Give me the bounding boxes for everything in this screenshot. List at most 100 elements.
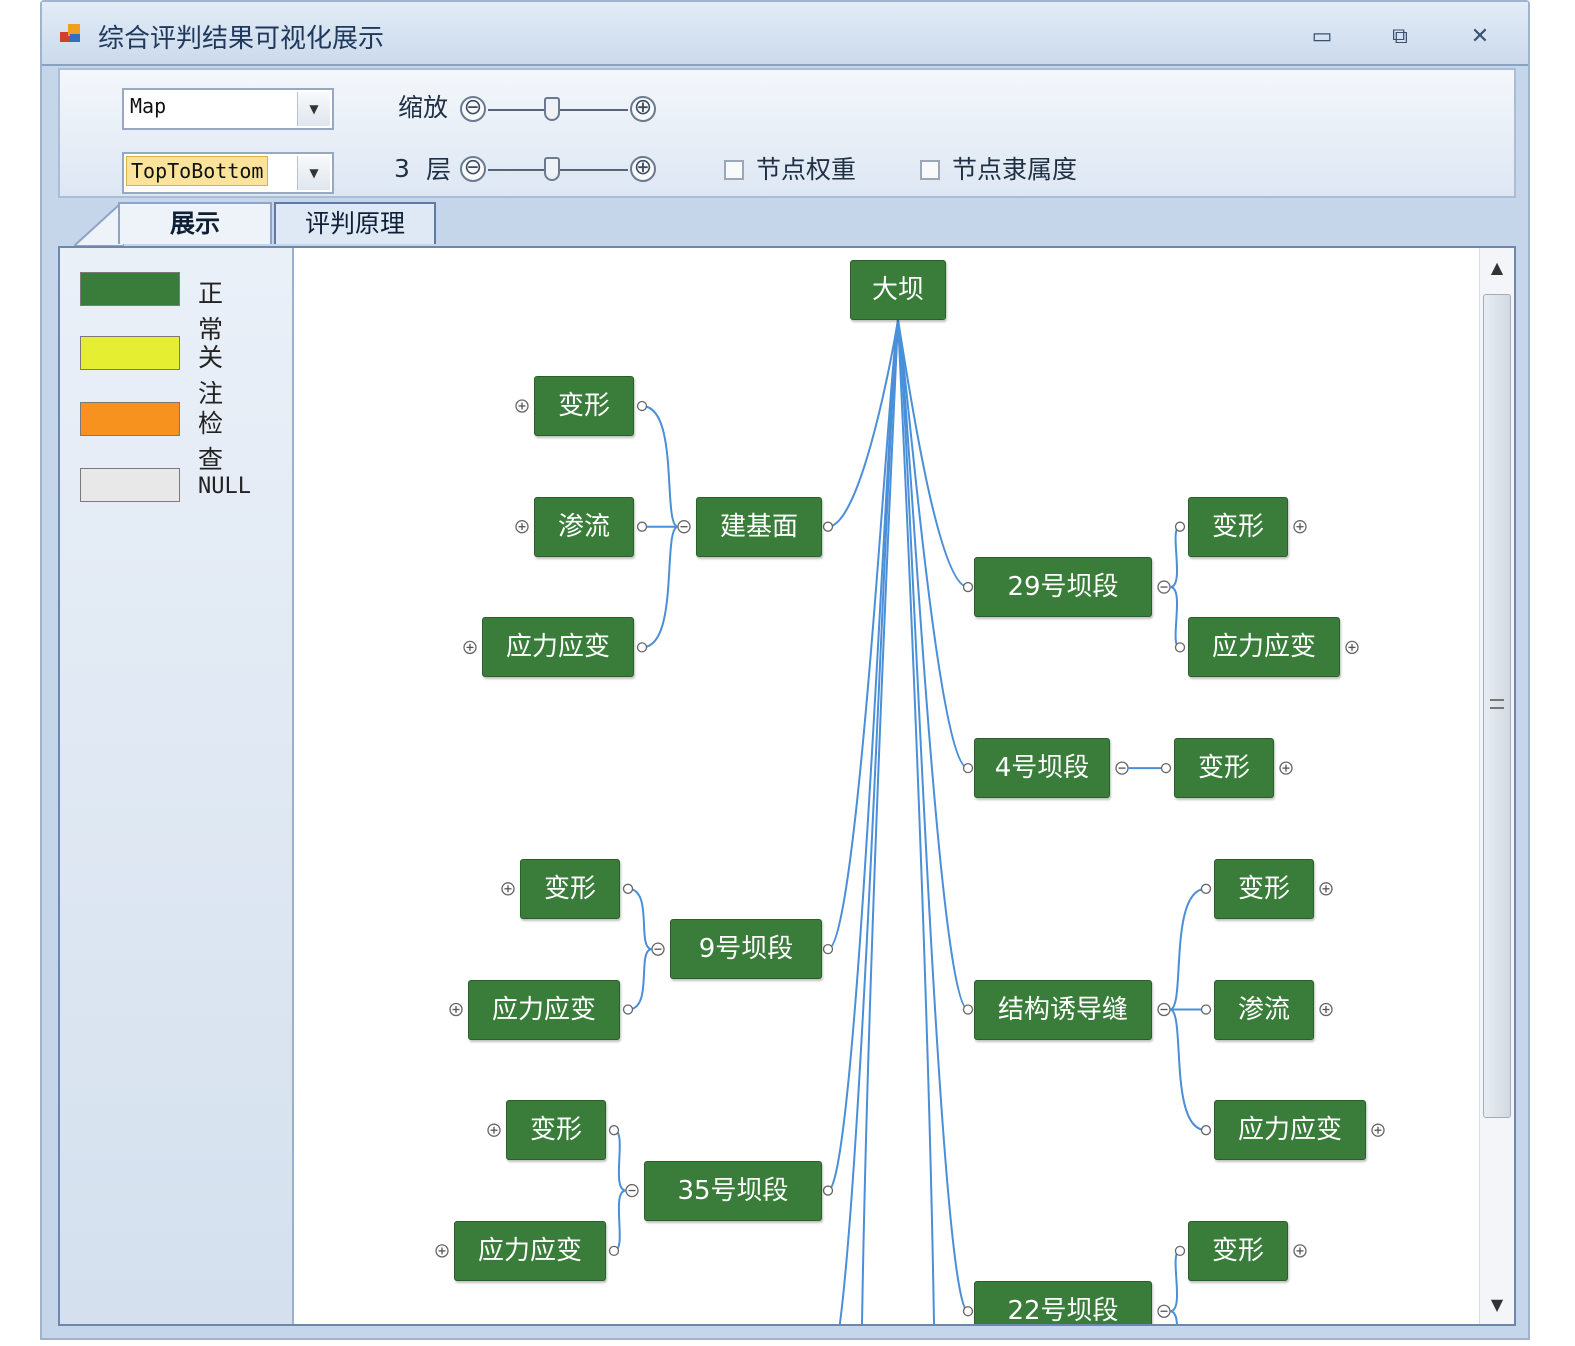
root-branch-edge: [897, 319, 969, 770]
leaf-port[interactable]: [1174, 1245, 1186, 1257]
leaf-port[interactable]: [1174, 642, 1186, 653]
branch-leaf-edge: [1169, 525, 1181, 589]
close-button[interactable]: ✕: [1470, 24, 1490, 49]
scroll-down-icon[interactable]: ▼: [1490, 1295, 1504, 1314]
trunk-edge: [897, 319, 935, 1324]
leaf-port[interactable]: [1200, 1125, 1212, 1136]
legend-label: 正常: [198, 279, 224, 344]
chevron-down-icon[interactable]: ▼: [297, 156, 330, 190]
leaf-node[interactable]: 应力应变: [468, 979, 620, 1040]
branch-port[interactable]: [962, 762, 974, 774]
minimize-button[interactable]: ▭: [1311, 24, 1333, 49]
branch-leaf-edge: [627, 948, 653, 1011]
tab-display[interactable]: 展示: [118, 202, 272, 244]
branch-node[interactable]: 建基面: [696, 496, 822, 557]
branch-leaf-edge: [1169, 586, 1181, 649]
branch-node[interactable]: 22号坝段: [974, 1281, 1152, 1324]
leaf-port[interactable]: [622, 883, 634, 894]
leaf-node[interactable]: 渗流: [534, 496, 634, 557]
leaf-node[interactable]: 变形: [1188, 496, 1288, 557]
node-weight-label: 节点权重: [756, 155, 857, 184]
zoom-label: 缩放: [398, 93, 449, 122]
branch-port[interactable]: [822, 521, 834, 532]
root-branch-edge: [897, 319, 969, 1313]
tab-principle[interactable]: 评判原理: [274, 202, 436, 244]
legend-label: 检查: [198, 409, 224, 474]
tab-slant-decoration: [74, 204, 124, 246]
branch-leaf-edge: [613, 1189, 627, 1252]
mind-map-edges: [435, 319, 1385, 1324]
branch-node[interactable]: 29号坝段: [974, 557, 1152, 618]
root-branch-edge: [838, 319, 899, 1324]
zoom-slider[interactable]: ⊖ ⊕: [460, 94, 656, 126]
branch-port[interactable]: [962, 1306, 974, 1317]
leaf-port[interactable]: [1200, 883, 1212, 894]
branch-node[interactable]: 结构诱导缝: [974, 979, 1152, 1040]
root-branch-edge: [827, 319, 899, 951]
branch-node[interactable]: 9号坝段: [670, 919, 822, 980]
branch-port[interactable]: [962, 1004, 974, 1015]
branch-node[interactable]: 4号坝段: [974, 738, 1110, 799]
branch-leaf-edge: [641, 525, 679, 649]
level-slider-thumb[interactable]: [544, 157, 560, 181]
root-branch-edge: [897, 319, 969, 589]
branch-leaf-edge: [1169, 1310, 1178, 1324]
leaf-node[interactable]: 变形: [506, 1100, 606, 1161]
node-membership-checkbox[interactable]: [920, 160, 940, 180]
leaf-port[interactable]: [622, 1004, 634, 1015]
trunk-edge: [861, 319, 899, 1324]
level-decrease-button[interactable]: ⊖: [460, 156, 486, 182]
branch-leaf-edge: [1169, 1008, 1207, 1132]
zoom-slider-thumb[interactable]: [544, 97, 560, 121]
direction-select[interactable]: TopToBottom ▼: [122, 152, 334, 194]
layout-mode-select[interactable]: Map ▼: [122, 88, 334, 130]
node-weight-checkbox[interactable]: [724, 160, 744, 180]
zoom-out-button[interactable]: ⊖: [460, 96, 486, 122]
branch-leaf-edge: [627, 887, 653, 951]
vertical-scrollbar[interactable]: ▲ ▼: [1479, 248, 1514, 1324]
leaf-node[interactable]: 应力应变: [1188, 617, 1340, 678]
leaf-port[interactable]: [608, 1245, 620, 1257]
leaf-port[interactable]: [1160, 762, 1172, 774]
zoom-in-button[interactable]: ⊕: [630, 96, 656, 122]
branch-port[interactable]: [822, 944, 834, 955]
scrollbar-thumb[interactable]: [1483, 294, 1511, 1118]
title-bar: 综合评判结果可视化展示 ▭ ⧉ ✕: [42, 2, 1528, 66]
leaf-node[interactable]: 应力应变: [1214, 1100, 1366, 1161]
leaf-node[interactable]: 应力应变: [454, 1220, 606, 1281]
root-node[interactable]: 大坝: [850, 260, 946, 320]
toolbar: Map ▼ TopToBottom ▼ 缩放 ⊖ ⊕ 3 层 ⊖ ⊕ 节点权重 …: [58, 68, 1516, 198]
branch-port[interactable]: [822, 1185, 834, 1196]
leaf-port[interactable]: [636, 400, 648, 412]
level-increase-button[interactable]: ⊕: [630, 156, 656, 182]
leaf-port[interactable]: [1174, 521, 1186, 532]
branch-node[interactable]: 35号坝段: [644, 1160, 822, 1221]
mind-map-canvas[interactable]: 大坝建基面变形渗流应力应变9号坝段变形应力应变35号坝段变形应力应变裂缝部位变形…: [294, 248, 1480, 1324]
branch-leaf-edge: [641, 405, 679, 528]
legend-label: NULL: [198, 474, 251, 499]
leaf-node[interactable]: 应力应变: [482, 617, 634, 678]
branch-leaf-edge: [1169, 887, 1207, 1011]
branch-leaf-edge: [1169, 1249, 1181, 1313]
scroll-up-icon[interactable]: ▲: [1490, 258, 1504, 277]
direction-value: TopToBottom: [126, 156, 269, 186]
leaf-port[interactable]: [1200, 1004, 1212, 1015]
leaf-port[interactable]: [636, 521, 648, 532]
leaf-node[interactable]: 变形: [520, 858, 620, 919]
level-slider[interactable]: ⊖ ⊕: [460, 154, 656, 186]
root-branch-edge: [897, 319, 969, 1011]
leaf-node[interactable]: 变形: [1174, 738, 1274, 799]
leaf-node[interactable]: 变形: [1214, 858, 1314, 919]
window-title: 综合评判结果可视化展示: [98, 24, 385, 54]
leaf-node[interactable]: 渗流: [1214, 979, 1314, 1040]
chevron-down-icon[interactable]: ▼: [297, 92, 330, 126]
legend-label: 关注: [198, 343, 224, 408]
node-membership-label: 节点隶属度: [952, 155, 1078, 184]
leaf-port[interactable]: [636, 642, 648, 653]
leaf-node[interactable]: 变形: [534, 376, 634, 436]
maximize-button[interactable]: ⧉: [1392, 24, 1408, 49]
branch-port[interactable]: [962, 581, 974, 593]
leaf-port[interactable]: [608, 1125, 620, 1136]
leaf-node[interactable]: 变形: [1188, 1220, 1288, 1281]
